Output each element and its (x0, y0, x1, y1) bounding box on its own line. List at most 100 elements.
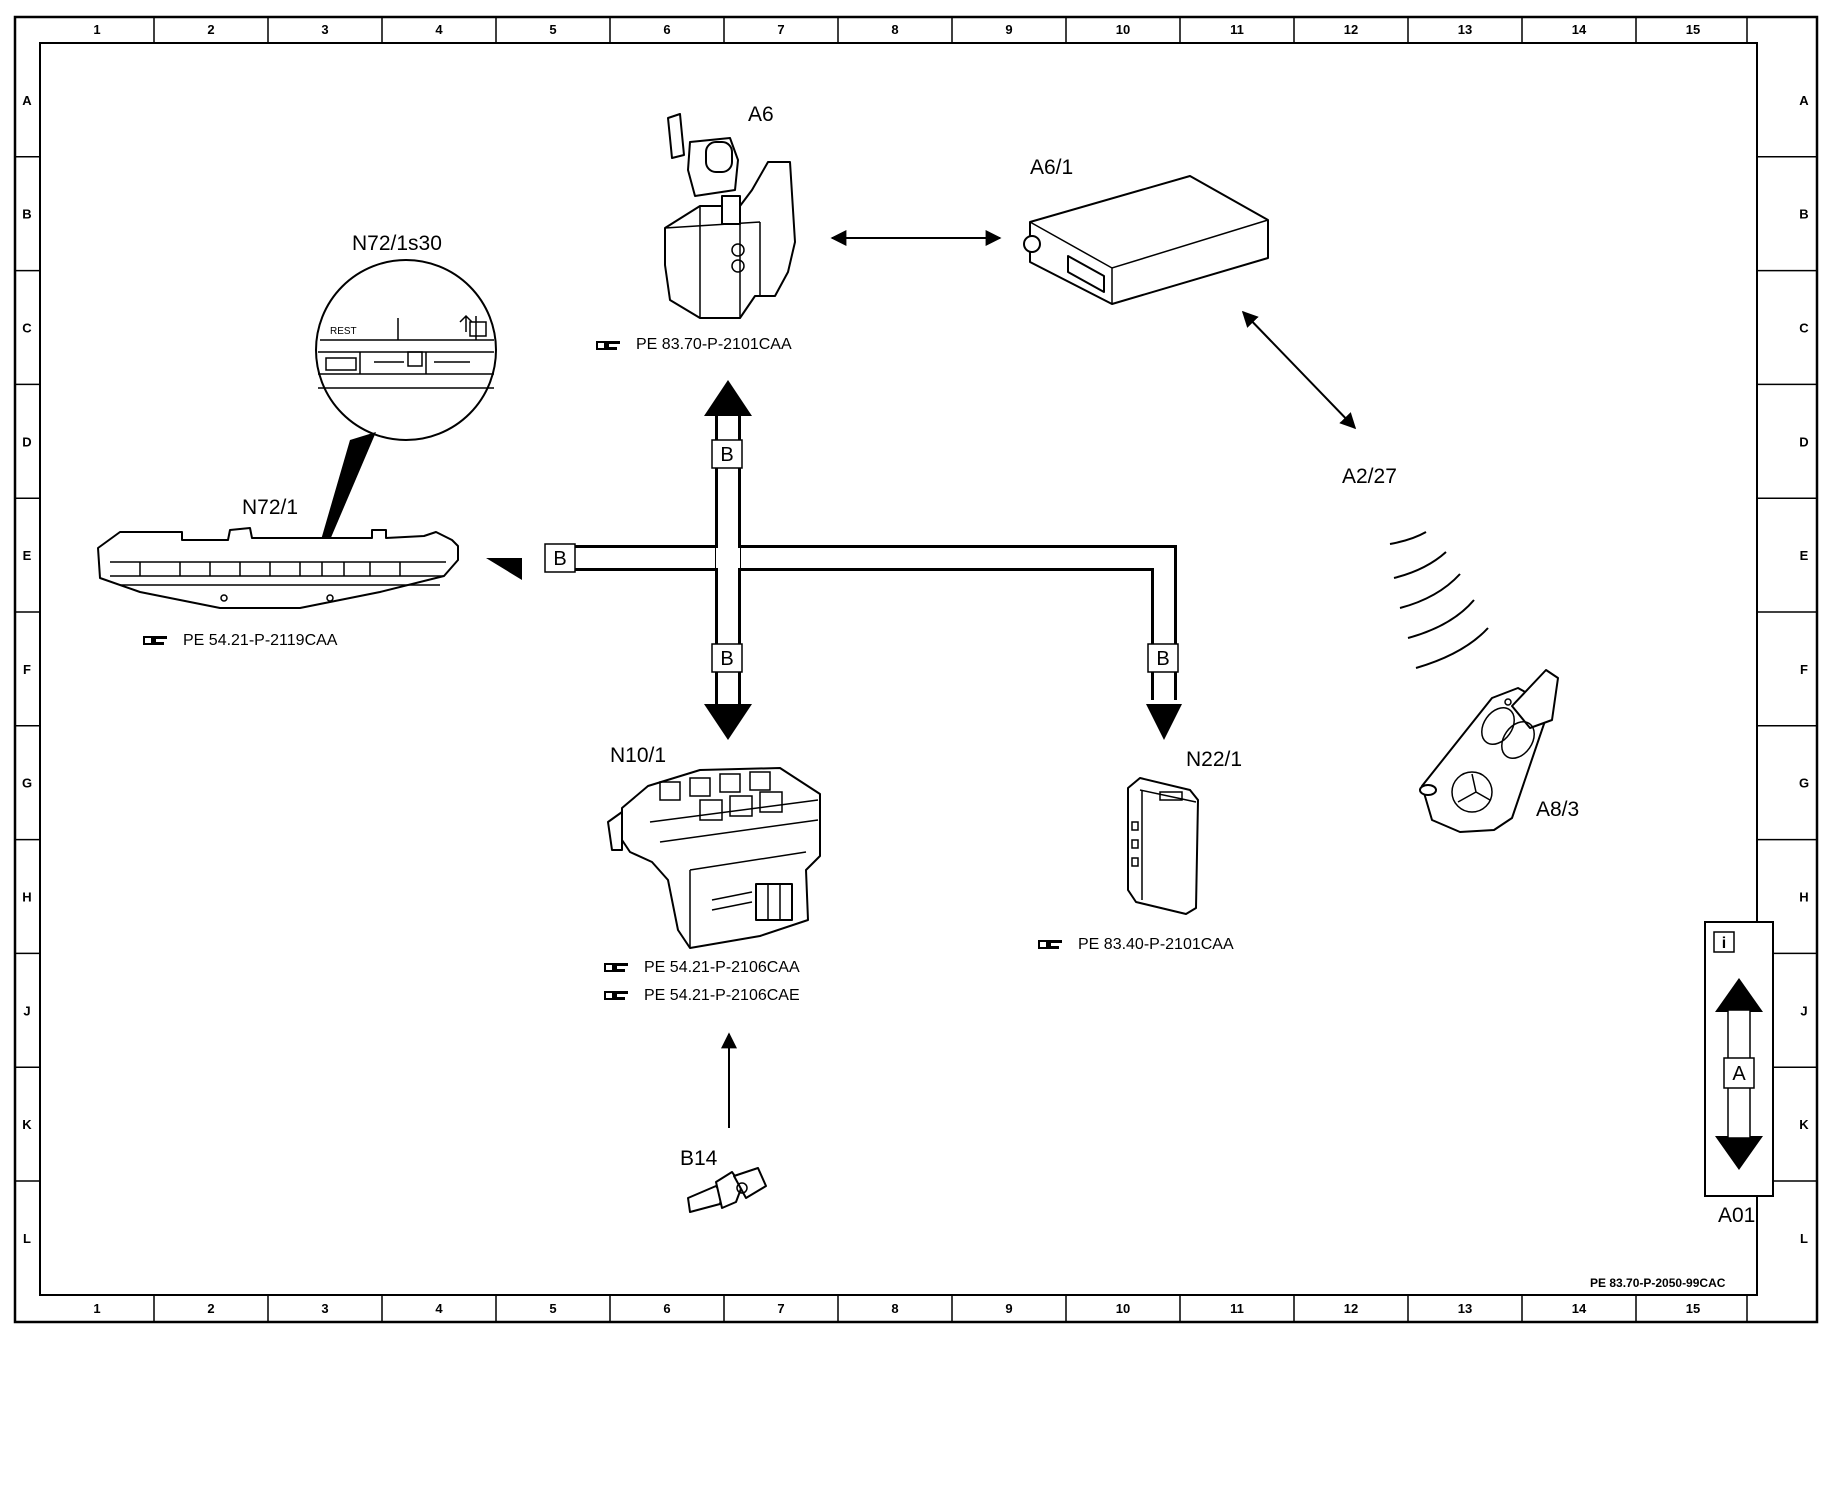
grid-row-label: C (22, 321, 32, 336)
grid-column-label: 1 (93, 1301, 100, 1316)
grid-row-label: D (22, 434, 31, 449)
grid-column-label: 2 (207, 1301, 214, 1316)
bus-label-text: B (720, 648, 733, 670)
a6-1-drawing (1023, 175, 1269, 305)
grid-column-label: 14 (1572, 22, 1587, 37)
grid-row-label: F (1800, 662, 1808, 677)
legend-arrow-up (1715, 978, 1763, 1012)
bus-lines (571, 410, 1177, 708)
grid-row-label: D (1799, 434, 1808, 449)
n10-1-drawing (607, 767, 821, 949)
bus-arrow-up (704, 380, 752, 416)
n72-1-drawing (97, 527, 459, 609)
pointing-hand-icon (1038, 940, 1062, 949)
grid-row-label: C (1799, 321, 1809, 336)
pointing-hand-icon (604, 963, 628, 972)
radio-waves (1389, 531, 1489, 669)
bus-label-right: B (1147, 643, 1179, 673)
bus-arrow-left (486, 536, 522, 580)
a6-1-label: A6/1 (1030, 156, 1073, 179)
grid-row-label: J (1800, 1003, 1807, 1018)
bus-arrow-down-n10 (704, 704, 752, 740)
grid-row-label: E (1800, 548, 1809, 563)
bus-label-down: B (711, 643, 743, 673)
n10-1-ref-text-2: PE 54.21-P-2106CAE (644, 987, 800, 1004)
bus-arrow-down-n22 (1146, 704, 1182, 740)
rest-text: REST (330, 326, 357, 337)
grid-column-label: 3 (321, 1301, 328, 1316)
grid-column-label: 3 (321, 22, 328, 37)
grid-row-label: B (22, 207, 31, 222)
n10-1-ref-2: PE 54.21-P-2106CAE (604, 987, 800, 1004)
grid-column-label: 8 (891, 22, 898, 37)
grid-row-label: F (23, 662, 31, 677)
grid-row-label: K (22, 1117, 32, 1132)
n22-1-ref-text: PE 83.40-P-2101CAA (1078, 936, 1234, 953)
a6-ref-text: PE 83.70-P-2101CAA (636, 336, 792, 353)
grid-column-label: 1 (93, 22, 100, 37)
grid-row-label: G (22, 776, 32, 791)
n10-1-ref-1: PE 54.21-P-2106CAA (604, 959, 800, 976)
n72-1s30-drawing: REST (314, 259, 497, 568)
a2-27-label: A2/27 (1342, 465, 1397, 488)
grid-row-label: H (1799, 890, 1808, 905)
grid-row-label: L (1800, 1231, 1808, 1246)
bus-label-text: B (720, 444, 733, 466)
grid-row-label: E (23, 548, 32, 563)
grid-column-label: 15 (1686, 22, 1700, 37)
grid-column-label: 5 (549, 22, 556, 37)
n22-1-drawing (1127, 777, 1199, 915)
arrow-a6-1-a2-27 (1241, 310, 1357, 430)
grid-column-label: 12 (1344, 22, 1358, 37)
legend-arrow-label: A (1732, 1063, 1746, 1085)
grid-row-label: H (22, 890, 31, 905)
grid-column-label: 10 (1116, 1301, 1130, 1316)
n72-1-label: N72/1 (242, 496, 298, 519)
grid-column-label: 9 (1005, 22, 1012, 37)
grid-row-label: L (23, 1231, 31, 1246)
bus-label-up: B (711, 439, 743, 469)
n10-1-label: N10/1 (610, 744, 666, 767)
bus-label-text: B (1156, 648, 1169, 670)
grid-column-label: 11 (1230, 1301, 1244, 1316)
grid-row-label: A (22, 93, 32, 108)
bus-label-left: B (544, 543, 576, 573)
grid-column-label: 8 (891, 1301, 898, 1316)
grid-column-label: 7 (777, 22, 784, 37)
grid-column-label: 4 (435, 22, 443, 37)
pointing-hand-icon (596, 341, 620, 350)
grid-column-label: 6 (663, 1301, 670, 1316)
grid-column-label: 4 (435, 1301, 443, 1316)
legend-label: A01 (1718, 1204, 1755, 1227)
n10-1-ref-text-1: PE 54.21-P-2106CAA (644, 959, 800, 976)
a6-label: A6 (748, 103, 774, 126)
a8-3-label: A8/3 (1536, 798, 1579, 821)
n22-1-ref: PE 83.40-P-2101CAA (1038, 936, 1234, 953)
n72-1-ref: PE 54.21-P-2119CAA (143, 632, 338, 649)
frame: 1122334455667788991010111112121313141415… (13, 15, 1819, 1324)
grid-column-label: 10 (1116, 22, 1130, 37)
grid-column-label: 7 (777, 1301, 784, 1316)
grid-row-label: K (1799, 1117, 1809, 1132)
grid-column-label: 14 (1572, 1301, 1587, 1316)
grid-column-label: 13 (1458, 22, 1472, 37)
grid-column-label: 12 (1344, 1301, 1358, 1316)
bus-label-text: B (553, 548, 566, 570)
grid-row-label: J (23, 1003, 30, 1018)
pointing-hand-icon (604, 991, 628, 1000)
legend-arrow-down (1715, 1136, 1763, 1170)
document-id: PE 83.70-P-2050-99CAC (1590, 1276, 1726, 1290)
grid-row-label: G (1799, 776, 1809, 791)
grid-column-label: 13 (1458, 1301, 1472, 1316)
grid-column-label: 15 (1686, 1301, 1700, 1316)
a6-ref: PE 83.70-P-2101CAA (596, 336, 792, 353)
grid-column-label: 9 (1005, 1301, 1012, 1316)
n72-1s30-label: N72/1s30 (352, 232, 442, 255)
pointing-hand-icon (143, 636, 167, 645)
legend-box: i A (1704, 921, 1774, 1197)
info-icon: i (1722, 935, 1726, 952)
n72-1-ref-text: PE 54.21-P-2119CAA (183, 632, 338, 649)
a6-drawing (664, 113, 796, 319)
grid-column-label: 11 (1230, 22, 1244, 37)
